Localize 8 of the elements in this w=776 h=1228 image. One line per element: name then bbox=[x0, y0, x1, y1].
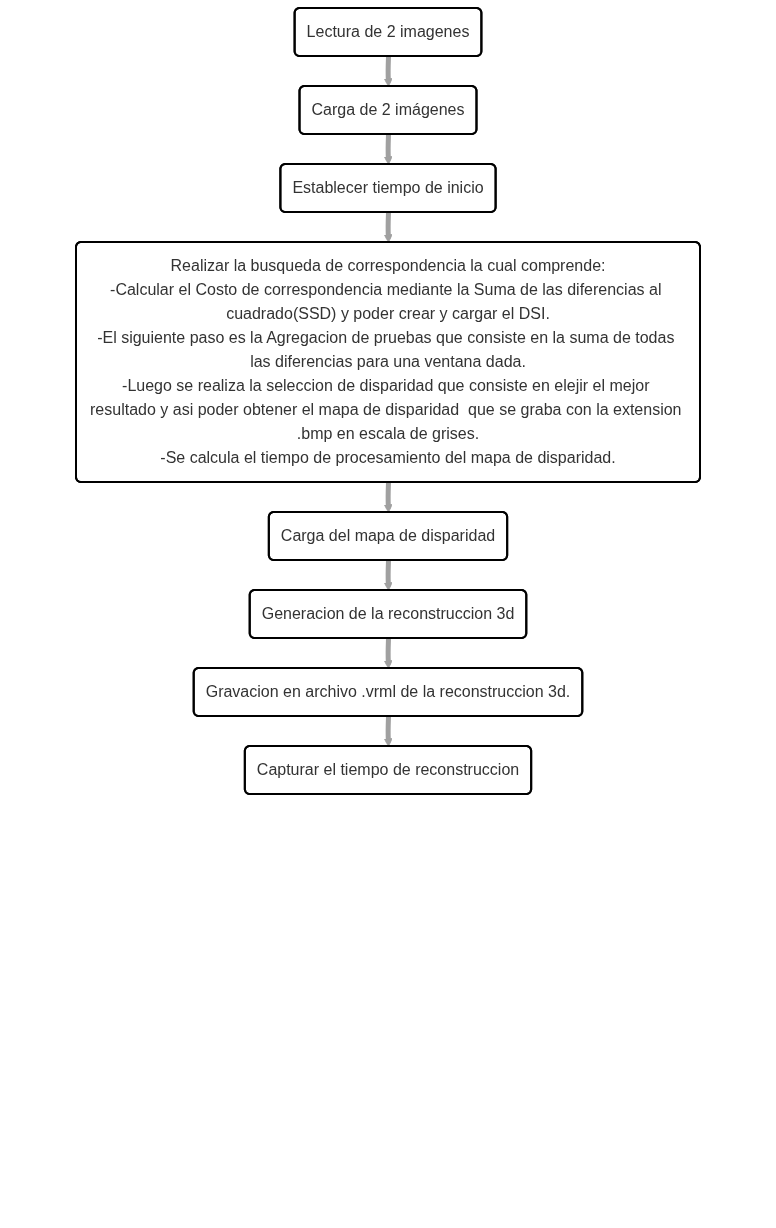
arrow bbox=[383, 134, 393, 165]
arrow bbox=[383, 638, 393, 669]
arrow bbox=[383, 212, 393, 243]
arrow bbox=[383, 482, 393, 513]
arrow bbox=[383, 716, 393, 747]
arrow bbox=[383, 56, 393, 87]
node-text: Realizar la busqueda de correspondencia la cual comprende: -Calcular el Costo de correspondencia mediante la Suma de las diferencias al cuadrado(SSD) y poder crear y cargar el DSI. -El siguiente paso es la Agregacion de pruebas que consiste en la suma de todas las diferencias para una ventana dada. -Luego se realiza la seleccion de disparidad que consiste en elejir el mejor resultado y asi poder obtener el mapa de disparidad que se graba con la extension .bmp en escala de grises. -Se calcula el tiempo de procesamiento del mapa de disparidad. bbox=[90, 257, 682, 466]
arrow bbox=[383, 560, 393, 591]
